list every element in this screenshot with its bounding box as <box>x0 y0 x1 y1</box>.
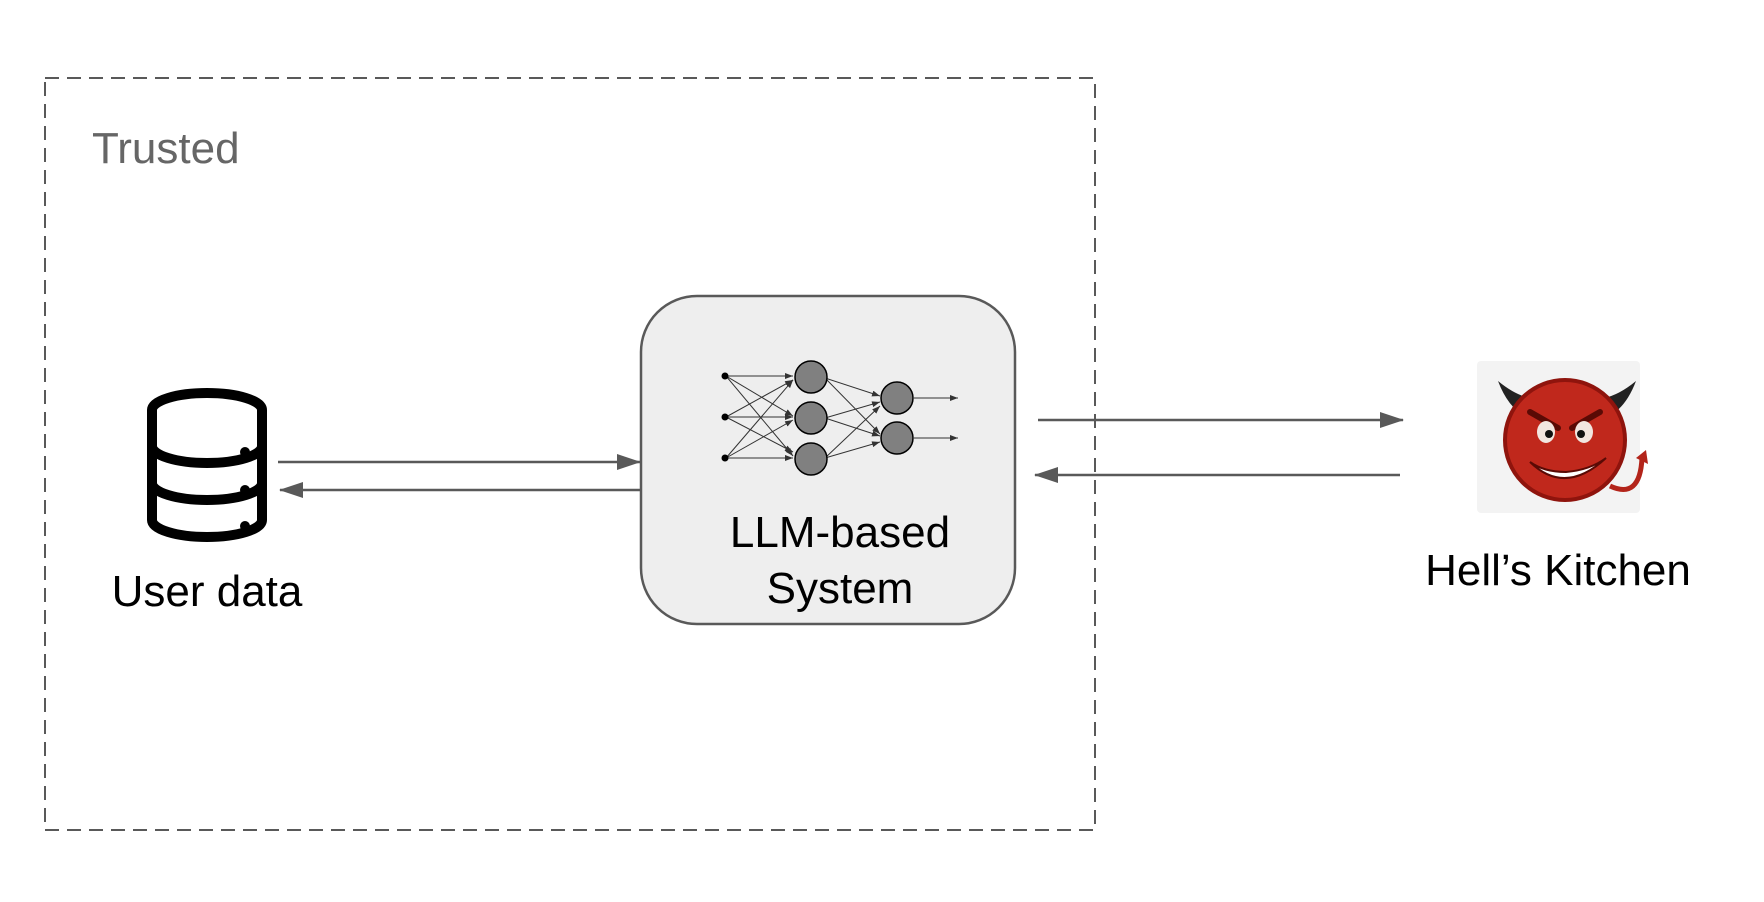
trusted-boundary: Trusted <box>44 77 1096 831</box>
llm-system-node: LLM-based System <box>639 294 1017 626</box>
llm-system-label-line1: LLM-based <box>730 508 950 557</box>
llm-system-box <box>639 294 1017 626</box>
llm-system-label-line2: System <box>767 564 914 613</box>
database-icon <box>147 388 267 542</box>
neural-network-icon <box>721 360 958 476</box>
edges <box>278 412 1404 498</box>
trusted-label: Trusted <box>92 124 240 173</box>
attacker-label: Hell’s Kitchen <box>1425 546 1691 595</box>
user-data-label: User data <box>112 567 303 616</box>
user-data-node: User data <box>112 388 303 616</box>
devil-icon <box>1477 361 1648 513</box>
attacker-node: Hell’s Kitchen <box>1425 361 1691 595</box>
